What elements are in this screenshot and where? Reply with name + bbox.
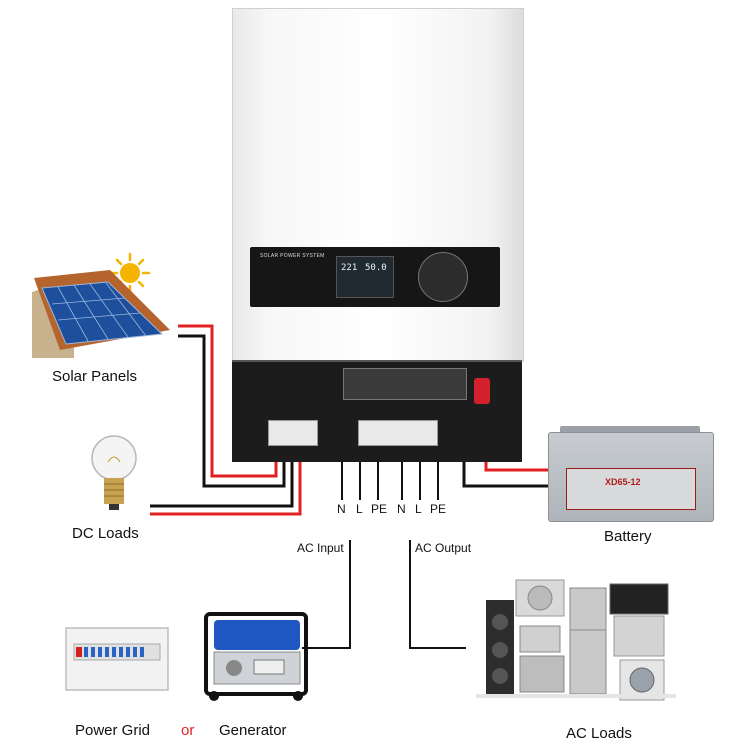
lcd-right-value: 50.0 — [365, 263, 387, 273]
ac-terminal-block — [358, 420, 438, 446]
ac-output-terminal-n: N — [397, 502, 406, 516]
inverter-lcd: 221 50.0 — [336, 256, 394, 298]
ac-input-terminal-n: N — [337, 502, 346, 516]
ac-input-label: AC Input — [297, 541, 344, 555]
solar-wire-black — [178, 334, 286, 488]
battery-label-plate: XD65-12 — [566, 468, 696, 510]
inverter-panel-title: SOLAR POWER SYSTEM — [260, 253, 325, 259]
battery-model: XD65-12 — [605, 477, 641, 487]
dc-loads-label: DC Loads — [72, 525, 139, 542]
ac-output-terminal-pe: PE — [430, 502, 447, 516]
ac-input-line — [302, 540, 351, 649]
battery-terminal-red — [474, 378, 490, 404]
ac-output-terminal-l: L — [415, 502, 422, 516]
ac-output-label: AC Output — [415, 541, 472, 555]
battery-top — [560, 426, 700, 436]
generator-label: Generator — [219, 722, 287, 739]
or-label: or — [181, 722, 195, 739]
lcd-left-value: 221 — [341, 263, 358, 273]
inverter-button-cluster — [418, 252, 468, 302]
ac-input-terminal-l: L — [356, 502, 363, 516]
ac-output-line — [409, 540, 466, 649]
solar-panels-label: Solar Panels — [52, 368, 138, 385]
inverter-fan — [343, 368, 467, 400]
dc-wire-black — [150, 448, 294, 508]
inverter-control-panel: SOLAR POWER SYSTEM 221 50.0 — [250, 247, 500, 307]
ac-loads-label: AC Loads — [566, 725, 632, 742]
solar-wire-red — [178, 324, 278, 478]
power-grid-label: Power Grid — [75, 722, 151, 739]
ac-input-terminal-pe: PE — [371, 502, 388, 516]
dc-terminal-block — [268, 420, 318, 446]
battery-label: Battery — [604, 528, 652, 545]
dc-wire-red — [150, 448, 302, 516]
